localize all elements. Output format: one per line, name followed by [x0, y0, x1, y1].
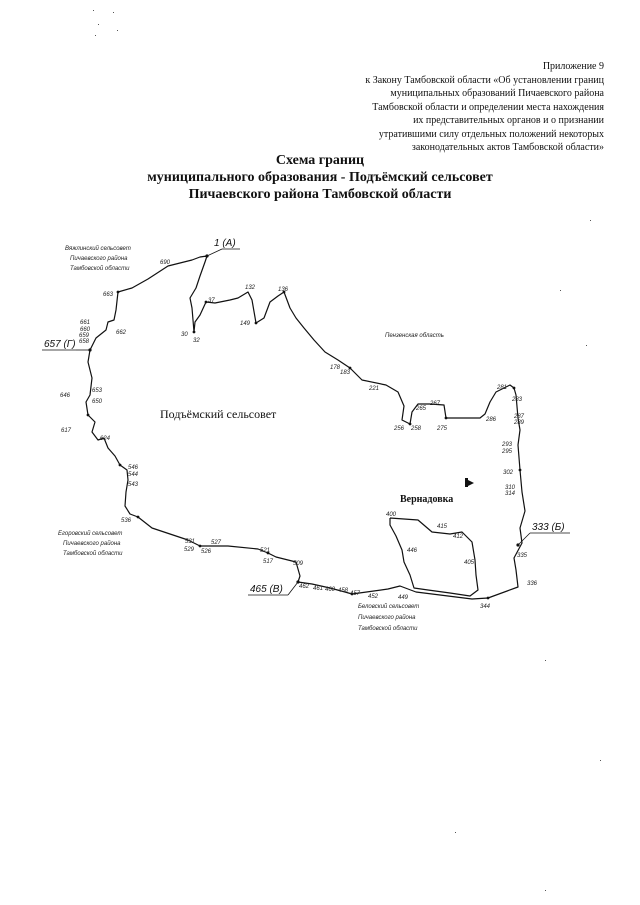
- point-label: 295: [501, 449, 513, 455]
- neighbor-east-line: Пензенская область: [385, 333, 444, 339]
- point-label: 457: [350, 591, 361, 597]
- point-label: 302: [503, 470, 514, 476]
- point-label: 660: [80, 327, 91, 333]
- point-label: 32: [193, 338, 200, 344]
- territory-boundary: [85, 255, 526, 600]
- point-label: 646: [60, 393, 71, 399]
- point-label: 624: [100, 436, 111, 442]
- appendix-line: Тамбовской области и определении места н…: [372, 101, 604, 113]
- point-label: 293: [501, 442, 513, 448]
- neighbor-sw-line: Пичаевского района: [63, 540, 121, 547]
- point-label: 546: [128, 465, 139, 471]
- point-label: 650: [92, 399, 103, 405]
- corner-point-g: 657 (Г): [44, 339, 76, 350]
- church-icon: [465, 478, 474, 487]
- appendix-line: законодательных актов Тамбовской области…: [411, 142, 604, 153]
- point-label: 400: [386, 512, 397, 518]
- corner-point-v: 465 (В): [250, 584, 283, 595]
- map-title-line: Схема границ: [275, 153, 365, 168]
- point-label: 661: [80, 320, 90, 326]
- point-label: 531: [185, 539, 195, 545]
- point-label: 310: [505, 485, 516, 491]
- appendix-line: к Закону Тамбовской области «Об установл…: [365, 74, 604, 86]
- neighbor-sw-line: Тамбовской области: [63, 550, 123, 557]
- neighbor-nw-line: Тамбовской области: [70, 265, 130, 272]
- point-label: 37: [208, 298, 215, 304]
- point-label: 405: [464, 560, 475, 566]
- map-title-line: муниципального образования - Подъёмский …: [147, 170, 493, 185]
- point-label: 543: [128, 482, 139, 488]
- point-label: 178: [330, 365, 341, 371]
- point-label: 617: [61, 428, 72, 434]
- point-label: 283: [511, 397, 523, 403]
- point-label: 258: [410, 426, 422, 432]
- appendix-line: Приложение 9: [542, 61, 604, 72]
- appendix-line: их представительных органов и о признани…: [413, 115, 604, 126]
- point-label: 335: [517, 553, 528, 559]
- point-label: 690: [160, 260, 171, 266]
- point-label: 136: [278, 287, 289, 293]
- point-label: 30: [181, 332, 188, 338]
- point-label: 286: [485, 417, 497, 423]
- corner-point-a: 1 (А): [214, 238, 236, 249]
- point-label: 183: [340, 370, 351, 376]
- neighbor-south-line: Тамбовской области: [358, 625, 418, 632]
- point-label: 449: [398, 595, 409, 601]
- point-label: 458: [338, 588, 349, 594]
- point-label: 336: [527, 581, 538, 587]
- neighbor-nw-line: Пичаевского района: [70, 255, 128, 262]
- point-label: 265: [415, 406, 427, 412]
- point-label: 287: [513, 414, 525, 420]
- point-label: 281: [496, 385, 507, 391]
- point-label: 658: [79, 339, 90, 345]
- corner-point-b: 333 (Б): [532, 522, 565, 533]
- point-label: 149: [240, 321, 251, 327]
- point-label: 653: [92, 388, 103, 394]
- point-label: 221: [368, 386, 379, 392]
- point-label: 344: [480, 604, 491, 610]
- point-label: 446: [407, 548, 418, 554]
- point-label: 415: [437, 524, 448, 530]
- point-label: 275: [436, 426, 448, 432]
- appendix-header: Приложение 9 к Закону Тамбовской области…: [304, 60, 604, 155]
- point-label: 461: [313, 586, 323, 592]
- point-label: 452: [368, 594, 379, 600]
- point-label: 460: [325, 587, 336, 593]
- point-label: 509: [293, 561, 304, 567]
- neighbor-south-line: Беловский сельсовет: [358, 603, 419, 610]
- neighbor-sw-line: Егоровский сельсовет: [58, 530, 122, 537]
- point-label: 314: [505, 491, 516, 497]
- village-name: Вернадовка: [400, 494, 453, 505]
- point-label: 544: [128, 472, 139, 478]
- point-label: 462: [299, 584, 310, 590]
- appendix-line: утратившими силу отдельных положений нек…: [378, 128, 604, 140]
- point-label: 663: [103, 292, 114, 298]
- point-label: 517: [263, 559, 274, 565]
- point-label: 267: [429, 401, 441, 407]
- point-label: 412: [453, 534, 464, 540]
- point-label: 256: [393, 426, 405, 432]
- point-label: 659: [79, 333, 90, 339]
- point-label: 527: [211, 540, 222, 546]
- point-label: 662: [116, 330, 127, 336]
- point-label: 529: [184, 547, 195, 553]
- map-title-line: Пичаевского района Тамбовской области: [188, 187, 452, 202]
- point-label: 521: [260, 548, 270, 554]
- map-title: Схема границ муниципального образования …: [0, 152, 640, 203]
- neighbor-south-line: Пичаевского района: [358, 614, 416, 621]
- enclave-boundary: [389, 517, 479, 597]
- point-label: 526: [201, 549, 212, 555]
- point-label: 289: [513, 420, 525, 426]
- vertex-ticks: [86, 254, 522, 600]
- point-label: 536: [121, 518, 132, 524]
- point-label: 132: [245, 285, 256, 291]
- territory-name: Подъёмский сельсовет: [160, 407, 277, 421]
- appendix-line: муниципальных образований Пичаевского ра…: [390, 88, 604, 99]
- neighbor-nw-line: Вяжлинский сельсовет: [65, 245, 131, 252]
